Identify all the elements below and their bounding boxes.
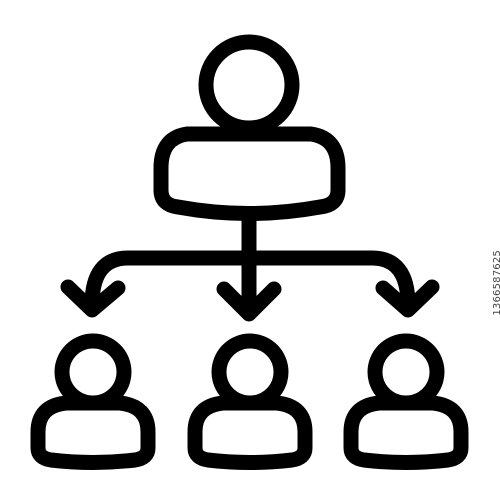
connector-right-branch xyxy=(241,250,416,313)
subordinate-left-person-icon xyxy=(30,333,156,470)
hierarchy-connector xyxy=(84,212,416,318)
subordinate-left-body xyxy=(30,395,156,470)
subordinate-center-head xyxy=(211,333,289,411)
subordinate-center-person-icon xyxy=(187,333,313,470)
subordinate-center-body xyxy=(187,395,313,470)
manager-head xyxy=(198,34,300,136)
subordinate-right-person-icon xyxy=(343,333,469,470)
arrow-down-left-icon xyxy=(60,279,126,318)
arrow-down-center-icon xyxy=(216,281,282,322)
subordinate-left-head xyxy=(54,333,132,411)
connector-left-branch xyxy=(84,250,257,313)
subordinate-right-body xyxy=(343,395,469,470)
watermark-id-text: 1366587625 xyxy=(492,250,500,316)
manager-person-icon xyxy=(153,34,346,221)
manager-body xyxy=(153,126,346,221)
subordinate-right-head xyxy=(367,333,445,411)
arrow-down-right-icon xyxy=(375,279,440,318)
